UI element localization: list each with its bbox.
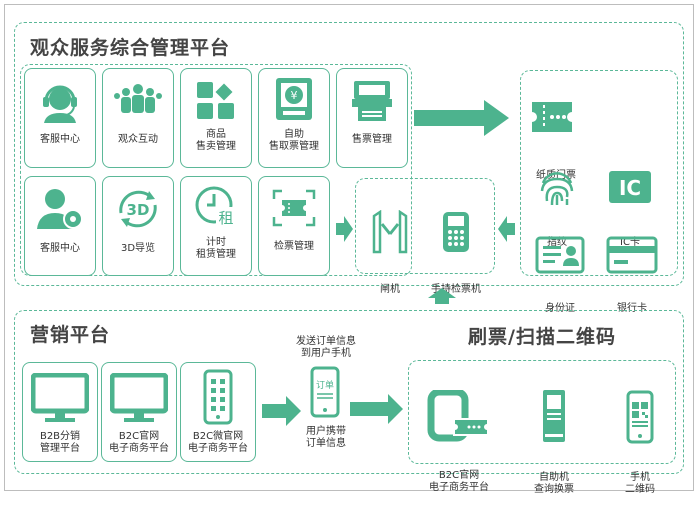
phone-qr-icon [626,378,654,456]
module-timed-rental: 租 计时 租赁管理 [180,176,252,276]
order-glyph: 订单 [316,379,334,391]
handheld-item: 手持检票机 [422,186,490,308]
handheld-label: 手持检票机 [431,284,481,295]
platform-b2b: B2B分销 管理平台 [22,362,98,462]
order-phone-icon: 订单 [310,366,340,418]
arrow-right-to-phone [262,396,301,426]
gate-label: 闸机 [380,284,400,295]
service-platform-panel [14,22,684,286]
kiosk-icon [541,376,567,456]
scan-section-title: 刷票/扫描二维码 [468,326,616,348]
ic-glyph: IC [619,176,641,200]
fingerprint-icon [538,157,576,221]
module-audience-interaction: 观众互动 [102,68,174,168]
module-label: 客服中心 [40,243,80,254]
module-merchandise: 商品 售卖管理 [180,68,252,168]
module-label: 观众互动 [118,134,158,145]
turnstile-gate-icon [370,198,410,266]
scan-label: B2C官网 电子商务平台 [429,470,489,493]
media-paper-ticket: 纸质门票 [530,76,600,194]
media-id-card: 身份证 [530,212,590,327]
arrow-right-to-scan [350,394,403,424]
module-label: 自助 售取票管理 [269,129,319,152]
platform-label: B2C微官网 电子商务平台 [188,431,248,454]
audience-group-icon [114,81,162,121]
service-platform-title: 观众服务综合管理平台 [30,37,231,59]
clock-rent-icon: 租 [194,185,238,229]
user-carries-order-text: 用户携带 订单信息 [306,426,346,449]
handheld-scanner-icon [441,198,471,266]
media-label: IC卡 [620,237,640,248]
module-label: 计时 租赁管理 [196,237,236,260]
module-label: 客服中心 [40,134,80,145]
media-label: 纸质门票 [536,170,576,181]
platform-b2c-mobile: B2C微官网 电子商务平台 [180,362,256,462]
module-ticket-sales: 售票管理 [336,68,408,168]
media-fingerprint: 指纹 [532,145,582,261]
arrow-right-to-gates [336,216,353,242]
scan-kiosk: 自助机 查询换票 [522,364,586,508]
smartphone-grid-icon [203,369,233,425]
ticket-scan-icon [272,189,316,227]
bank-card-icon [606,224,658,286]
svg-text:3D: 3D [127,201,150,219]
scan-ticket-scanner: B2C官网 电子商务平台 [414,366,504,506]
module-label: 检票管理 [274,241,314,252]
module-3d-guide: 3D 3D导览 [102,176,174,276]
arrow-left-to-gates [498,216,515,242]
platform-label: B2B分销 管理平台 [39,431,81,454]
gate-item: 闸机 [360,186,420,308]
monitor-icon [110,373,168,423]
module-self-service-ticketing: ¥ 自助 售取票管理 [258,68,330,168]
ticket-printer-icon [350,79,394,123]
module-label: 商品 售卖管理 [196,129,236,152]
module-label: 售票管理 [352,134,392,145]
id-card-icon [535,224,585,286]
module-customer-service: 客服中心 [24,68,96,168]
module-label: 3D导览 [120,243,156,254]
scan-label: 自助机 查询换票 [534,472,574,495]
arrow-right-to-media [414,100,509,136]
scan-label: 手机 二维码 [625,472,655,495]
ticket-media-group [520,70,678,276]
media-label: 银行卡 [617,303,647,314]
rent-glyph: 租 [218,209,233,227]
marketing-platform-panel [14,310,684,474]
media-ic-card: IC IC卡 [600,145,660,261]
media-bank-card: 银行卡 [600,212,664,327]
send-order-text: 发送订单信息 到用户手机 [296,336,356,359]
media-label: 身份证 [545,303,575,314]
3d-rotate-icon: 3D [115,187,161,231]
ic-card-icon: IC [607,157,653,217]
svg-text:¥: ¥ [291,89,298,102]
ticket-scanner-icon [427,378,491,454]
module-customer-service-2: 客服中心 [24,176,96,276]
arrow-up-to-platform [428,288,456,304]
marketing-platform-title: 营销平台 [30,324,111,346]
platform-label: B2C官网 电子商务平台 [109,431,169,454]
platform-b2c-web: B2C官网 电子商务平台 [101,362,177,462]
ticket-kiosk-icon: ¥ [273,77,315,123]
scan-phone-qr: 手机 二维码 [610,366,670,508]
media-label: 指纹 [547,237,567,248]
module-ticket-check: 检票管理 [258,176,330,276]
monitor-icon [31,373,89,423]
gates-group [355,178,495,274]
grid-tiles-icon [196,81,236,121]
scan-methods-group [408,360,676,464]
user-gear-icon [37,187,83,231]
headset-agent-icon [38,79,82,123]
paper-ticket-icon [530,88,574,146]
